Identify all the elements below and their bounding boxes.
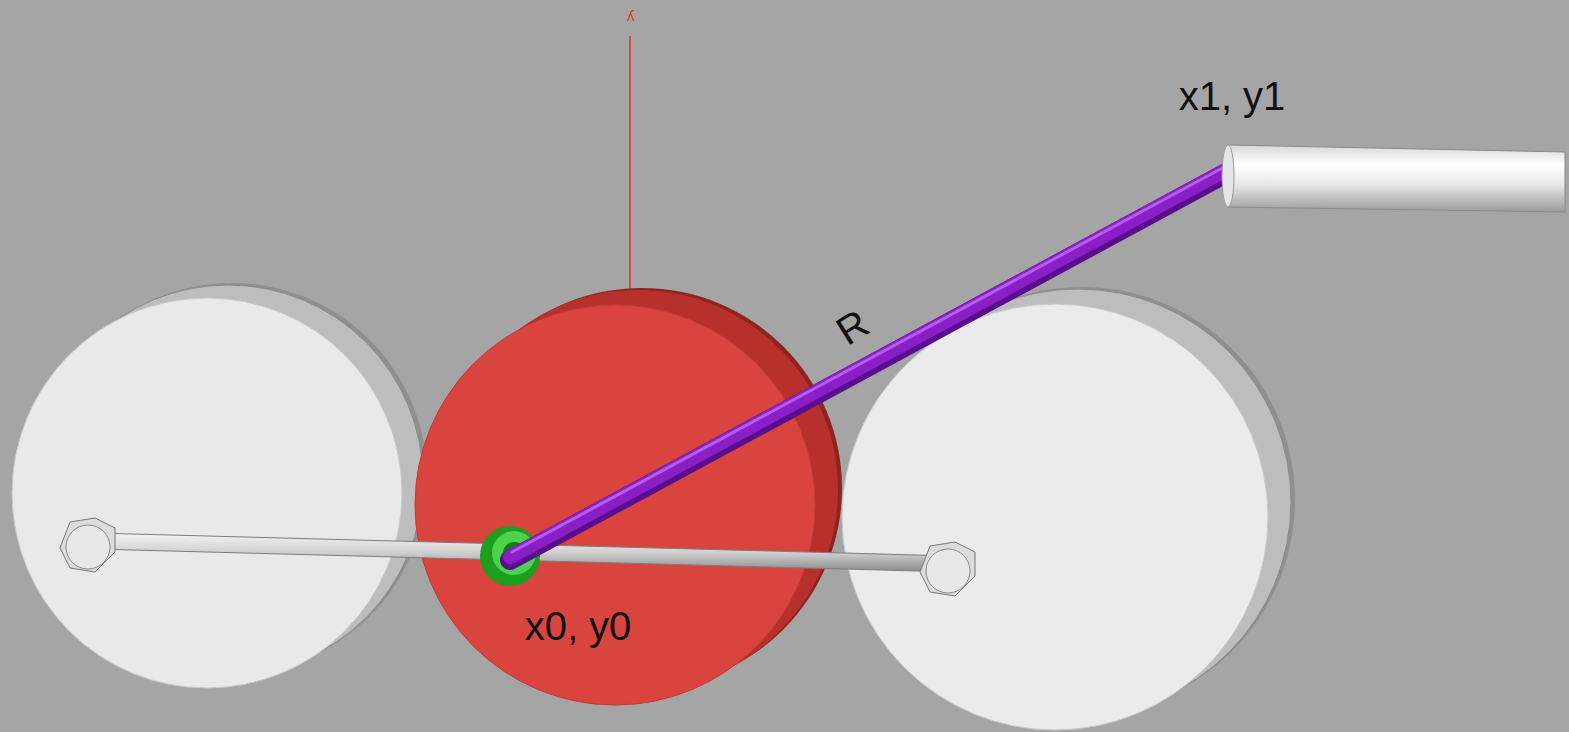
point-label: x0, y0 (525, 606, 632, 646)
slider-cylinder (1222, 145, 1565, 212)
left-wheel (12, 283, 427, 688)
axis-label: y (627, 11, 635, 26)
y-axis-line (629, 36, 631, 292)
length-label: R (829, 302, 875, 351)
radius-rod (510, 166, 1228, 560)
point-label: x1, y1 (1179, 76, 1286, 116)
